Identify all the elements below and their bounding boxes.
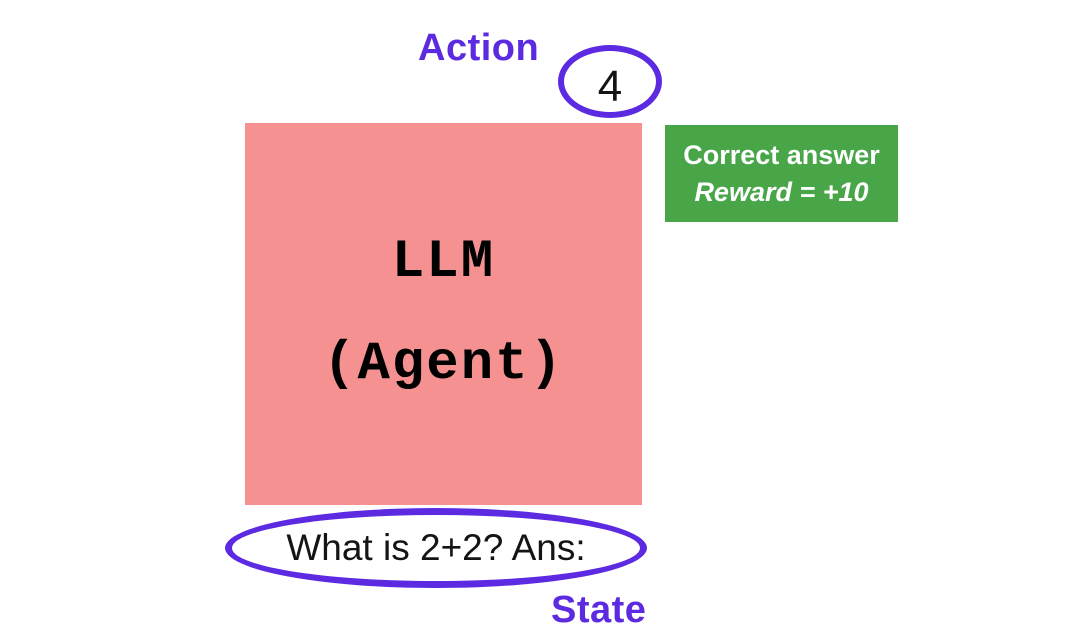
state-ellipse: What is 2+2? Ans: <box>225 508 647 588</box>
reward-badge: Correct answer Reward = +10 <box>665 125 898 222</box>
state-text: What is 2+2? Ans: <box>286 527 586 568</box>
agent-box-line2: (Agent) <box>323 334 564 395</box>
action-label: Action <box>418 27 540 69</box>
agent-box: LLM (Agent) <box>245 123 642 505</box>
reward-badge-title: Correct answer <box>683 140 880 171</box>
state-label: State <box>551 589 647 631</box>
action-value: 4 <box>597 61 623 111</box>
action-ellipse: 4 <box>558 45 662 118</box>
agent-box-line1: LLM <box>391 232 496 293</box>
reward-badge-value: Reward = +10 <box>694 176 869 207</box>
